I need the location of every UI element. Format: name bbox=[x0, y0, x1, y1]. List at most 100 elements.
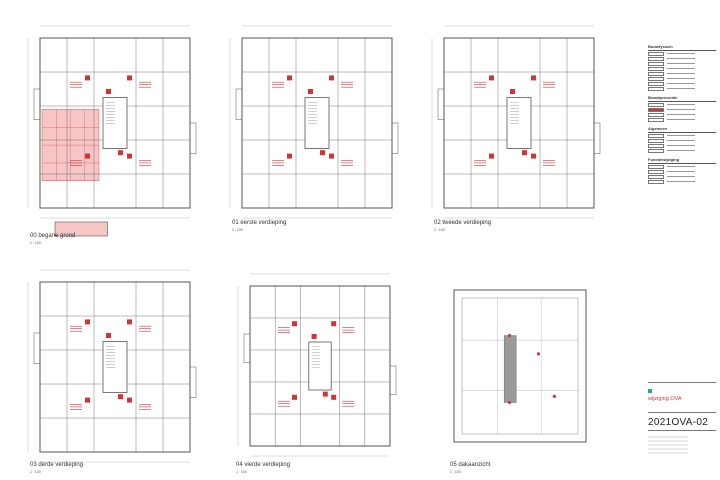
plan-scale: 1 : 100 bbox=[30, 241, 41, 245]
marker-block bbox=[127, 75, 132, 81]
legend-swatch bbox=[648, 174, 664, 179]
legend-text-line bbox=[667, 176, 695, 177]
plan-01-drawing bbox=[229, 25, 399, 219]
marker-block bbox=[127, 397, 132, 403]
legend-row bbox=[648, 133, 716, 138]
balcony bbox=[33, 332, 41, 364]
plan-05: 05 dakaanzicht 1 : 100 bbox=[424, 262, 614, 480]
marker-block bbox=[531, 75, 536, 81]
legend-swatch bbox=[648, 76, 664, 81]
legend-row bbox=[648, 117, 716, 122]
office-logo bbox=[648, 389, 716, 394]
legend-swatch bbox=[648, 133, 664, 138]
marker-block bbox=[522, 150, 527, 156]
legend: Bouwfysisch Brandpreventie Algemeen Func… bbox=[648, 40, 716, 184]
legend-rows bbox=[648, 133, 716, 153]
balcony bbox=[189, 366, 197, 398]
legend-row bbox=[648, 107, 716, 112]
legend-row bbox=[648, 143, 716, 148]
marker-block bbox=[85, 75, 90, 81]
plan-title: 01 eerste verdieping bbox=[232, 220, 287, 226]
legend-row bbox=[648, 164, 716, 169]
plan-05-drawing bbox=[453, 289, 587, 443]
legend-text-line bbox=[667, 88, 695, 89]
legend-text-line bbox=[667, 166, 695, 167]
legend-text-line bbox=[667, 135, 695, 136]
plan-title: 04 vierde verdieping bbox=[236, 462, 291, 468]
legend-heading: Functiewijziging bbox=[648, 157, 716, 164]
plan-02: 02 tweede verdieping 1 : 100 bbox=[424, 18, 614, 248]
plan-scale: 1 : 100 bbox=[434, 228, 445, 232]
plan-title: 00 begane grond bbox=[30, 233, 76, 239]
marker-block bbox=[331, 394, 337, 400]
plan-scale: 1 : 100 bbox=[232, 228, 243, 232]
marker-block bbox=[85, 319, 90, 325]
legend-row bbox=[648, 112, 716, 117]
legend-heading: Brandpreventie bbox=[648, 95, 716, 102]
legend-text-line bbox=[667, 150, 695, 151]
plan-scale: 1 : 100 bbox=[30, 470, 41, 474]
legend-swatch bbox=[648, 51, 664, 56]
core bbox=[308, 341, 332, 391]
legend-row bbox=[648, 169, 716, 174]
plan-02-drawing bbox=[431, 25, 601, 219]
balcony bbox=[243, 333, 251, 364]
legend-swatch bbox=[648, 81, 664, 86]
titleblock-lines bbox=[648, 436, 688, 454]
legend-text-line bbox=[667, 145, 695, 146]
balcony bbox=[189, 122, 197, 154]
roof-drain-icon bbox=[552, 394, 556, 398]
legend-text-line bbox=[667, 140, 695, 141]
legend-row bbox=[648, 138, 716, 143]
legend-swatch bbox=[648, 138, 664, 143]
marker-block bbox=[106, 89, 111, 94]
amendment-label: wijziging OVA bbox=[648, 396, 682, 402]
legend-text-line bbox=[667, 53, 695, 54]
legend-text-line bbox=[667, 181, 695, 182]
roof-hatch bbox=[503, 335, 517, 403]
storage-annex bbox=[54, 221, 108, 237]
legend-swatch bbox=[648, 112, 664, 117]
plan-title: 02 tweede verdieping bbox=[434, 220, 492, 226]
legend-row bbox=[648, 51, 716, 56]
marker-block bbox=[489, 75, 494, 81]
legend-text-line bbox=[667, 104, 695, 105]
legend-row bbox=[648, 66, 716, 71]
roof-edge bbox=[453, 289, 587, 443]
marker-block bbox=[531, 153, 536, 159]
legend-text-line bbox=[667, 83, 695, 84]
marker-block bbox=[118, 394, 123, 400]
marker-block bbox=[320, 150, 325, 156]
divider bbox=[648, 430, 716, 431]
title-block: wijziging OVA 2021OVA-02 bbox=[648, 380, 716, 476]
marker-block bbox=[287, 75, 292, 81]
legend-row bbox=[648, 81, 716, 86]
marker-block bbox=[329, 75, 334, 81]
balcony bbox=[437, 88, 445, 120]
legend-row bbox=[648, 71, 716, 76]
legend-text-line bbox=[667, 58, 695, 59]
legend-text-line bbox=[667, 119, 695, 120]
legend-swatch bbox=[648, 61, 664, 66]
legend-text-line bbox=[667, 114, 695, 115]
marker-block bbox=[489, 153, 494, 159]
balcony bbox=[389, 365, 397, 396]
divider bbox=[648, 412, 716, 413]
logo-mark-icon bbox=[648, 389, 652, 393]
divider bbox=[648, 382, 716, 383]
legend-row bbox=[648, 61, 716, 66]
core bbox=[102, 341, 128, 393]
legend-text-line bbox=[667, 68, 695, 69]
legend-section-1: Brandpreventie bbox=[648, 95, 716, 122]
legend-row bbox=[648, 76, 716, 81]
legend-swatch bbox=[648, 107, 664, 112]
legend-swatch bbox=[648, 179, 664, 184]
balcony bbox=[391, 122, 399, 154]
plan-01: 01 eerste verdieping 1 : 100 bbox=[222, 18, 412, 248]
marker-block bbox=[85, 397, 90, 403]
legend-rows bbox=[648, 51, 716, 91]
plan-scale: 1 : 100 bbox=[450, 470, 461, 474]
core bbox=[506, 97, 532, 149]
marker-block bbox=[322, 391, 328, 397]
